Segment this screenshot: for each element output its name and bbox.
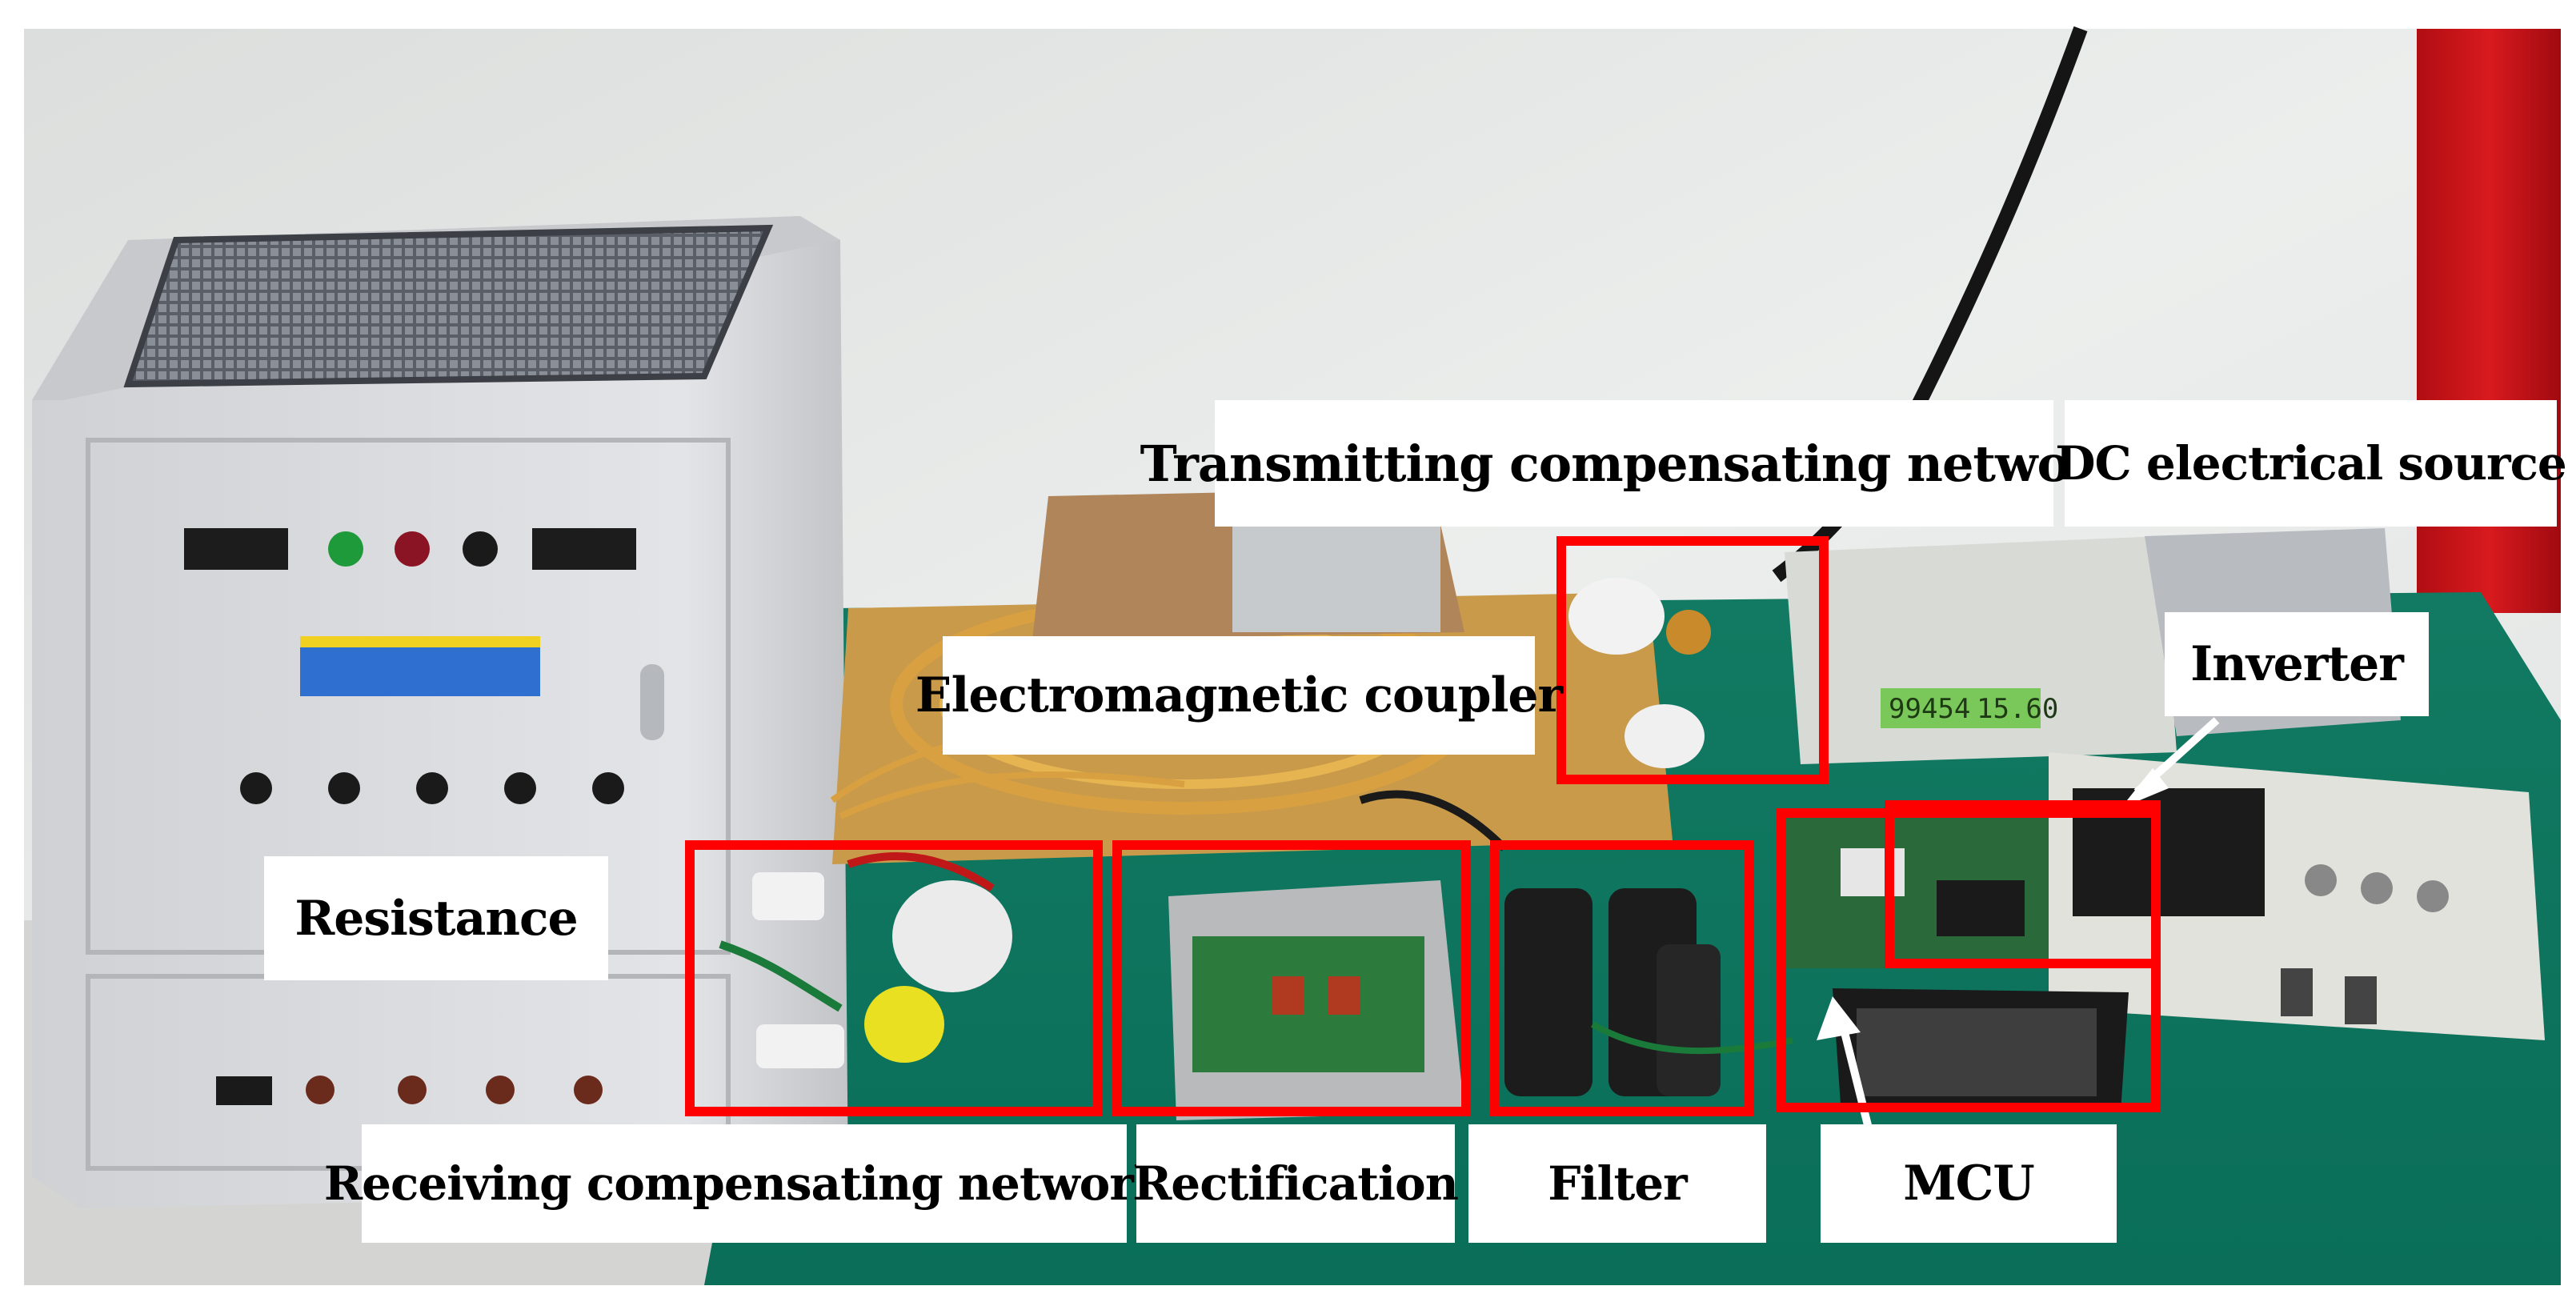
mcu-arrow bbox=[1817, 996, 1877, 1146]
label-resistance: Resistance bbox=[264, 856, 608, 980]
label-receiving-network: Receiving compensating network bbox=[324, 1124, 1165, 1243]
rx-components bbox=[719, 852, 1012, 1068]
label-mcu: MCU bbox=[1821, 1124, 2117, 1243]
box-receiving-network bbox=[685, 840, 1103, 1116]
tx-components bbox=[1568, 578, 1711, 768]
label-electromagnetic-coupler: Electromagnetic coupler bbox=[915, 636, 1563, 755]
mcu-panel bbox=[1833, 988, 2129, 1112]
label-rectification: Rectification bbox=[1133, 1124, 1459, 1243]
label-inverter: Inverter bbox=[2165, 612, 2429, 716]
box-rectification bbox=[1112, 840, 1471, 1116]
rectification-board bbox=[1168, 880, 1464, 1120]
filter-capacitors bbox=[1504, 888, 1721, 1096]
label-filter: Filter bbox=[1468, 1124, 1766, 1243]
oscilloscope bbox=[2049, 752, 2545, 1040]
box-inverter bbox=[1885, 800, 2161, 968]
label-transmitting-network: Transmitting compensating network bbox=[1140, 400, 2129, 527]
label-dc-source: DC electrical source bbox=[2055, 400, 2567, 527]
meter-readout-right: 15.60 bbox=[1977, 693, 2058, 725]
inverter-arrow bbox=[2121, 717, 2220, 808]
box-transmitting-network bbox=[1556, 536, 1829, 784]
resistance-cabinet bbox=[32, 216, 848, 1208]
box-filter bbox=[1490, 840, 1754, 1116]
meter-readout-left: 99454 bbox=[1889, 693, 1970, 725]
